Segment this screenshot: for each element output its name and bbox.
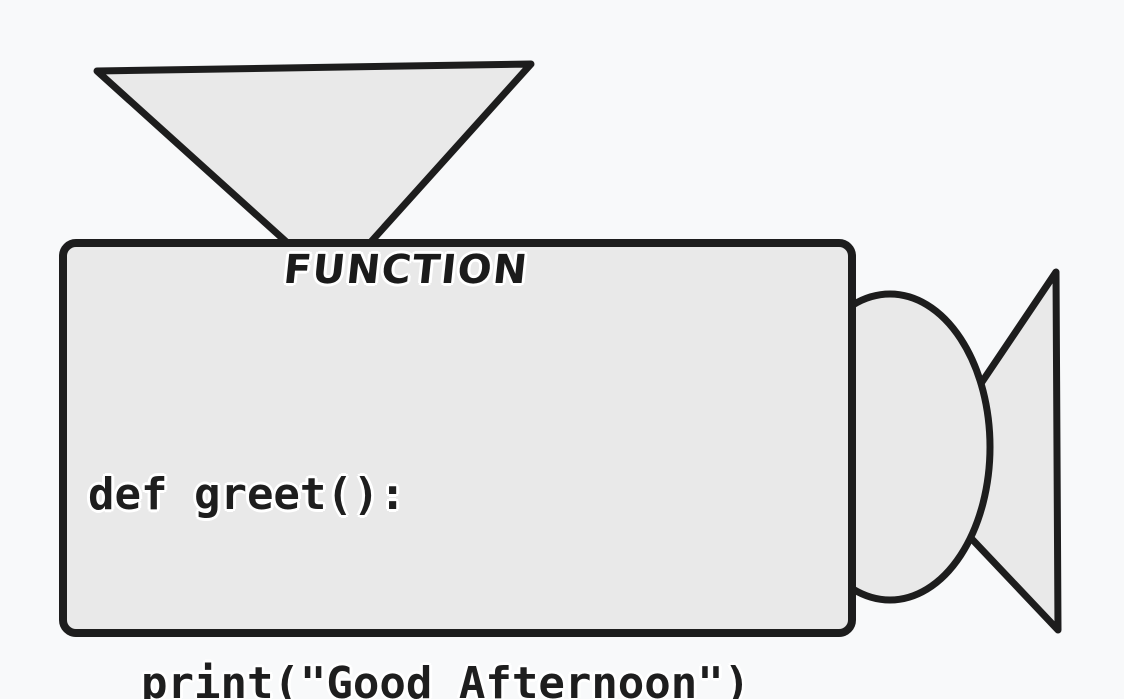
function-body-shape bbox=[59, 239, 856, 637]
code-line-print: print("Good Afternoon") bbox=[88, 658, 751, 699]
code-line-def: def greet(): bbox=[88, 469, 406, 520]
function-label: FUNCTION bbox=[281, 247, 531, 293]
function-code-block: def greet(): print("Good Afternoon") bbox=[88, 337, 750, 699]
input-funnel-shape bbox=[93, 60, 535, 288]
